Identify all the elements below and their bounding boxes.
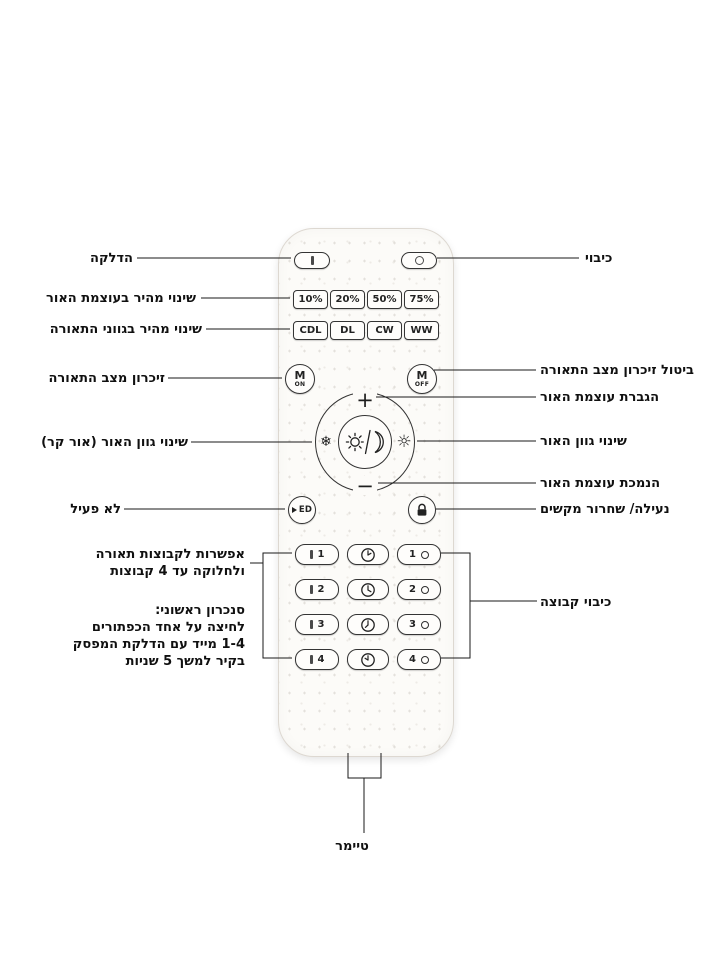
memory-on-button[interactable]: M ON [285, 364, 315, 394]
label-quick-intensity: שינוי מהיר בעוצמת האור [46, 291, 196, 306]
led-triangle-icon [291, 507, 297, 513]
label-lock-toggle: נעילה/ שחרור מקשים [540, 502, 670, 517]
label-sync-title: סנכרון ראשוני: [155, 603, 245, 618]
group-2-off-button[interactable]: 2 [397, 579, 441, 600]
label-cold-hue: שינוי גוון האור (אור קר) [41, 435, 188, 450]
quick-intensity-75-button[interactable]: 75% [404, 290, 439, 309]
label-line: בקיר למשך 5 שניות [125, 654, 245, 669]
power-on-button[interactable] [294, 252, 330, 269]
power-off-ring-icon [420, 585, 429, 594]
button-label: CW [375, 325, 394, 336]
clock-icon [361, 617, 375, 632]
warm-light-button[interactable]: ☼ [396, 432, 412, 452]
label-line: אפשרות לקבוצות תאורה [95, 547, 245, 562]
group-number: 3 [317, 619, 325, 630]
color-ww-button[interactable]: WW [404, 321, 439, 340]
group-4-off-button[interactable]: 4 [397, 649, 441, 670]
power-bar-icon [309, 585, 313, 594]
label-memory-cancel: ביטול זיכרון מצב התאורה [540, 363, 694, 378]
led-button[interactable]: ED [288, 496, 316, 524]
color-dl-button[interactable]: DL [330, 321, 365, 340]
power-off-button[interactable] [401, 252, 437, 269]
clock-icon [361, 547, 375, 562]
memory-off-sublabel: OFF [414, 381, 430, 388]
group-number: 1 [409, 549, 416, 560]
group-2-timer-button[interactable] [347, 579, 389, 600]
label-timer: טיימר [335, 839, 369, 854]
group-2-on-button[interactable]: 2 [295, 579, 339, 600]
power-off-ring-icon [420, 550, 429, 559]
quick-intensity-10-button[interactable]: 10% [293, 290, 328, 309]
label-power-off: כיבוי [585, 251, 613, 266]
memory-on-sublabel: ON [294, 381, 306, 388]
button-label: 20% [335, 294, 360, 305]
label-initial-sync: סנכרון ראשוני: לחיצה על אחד הכפתורים 1-4… [73, 602, 245, 670]
label-group-off: כיבוי קבוצה [540, 595, 612, 610]
label-quick-color: שינוי מהיר בגווני התאורה [49, 322, 202, 337]
button-label: 50% [372, 294, 397, 305]
group-number: 4 [317, 654, 325, 665]
group-3-off-button[interactable]: 3 [397, 614, 441, 635]
label-power-on: הדלקה [90, 251, 133, 266]
button-label: WW [410, 325, 433, 336]
group-3-timer-button[interactable] [347, 614, 389, 635]
memory-off-label: M [416, 369, 428, 382]
group-4-timer-button[interactable] [347, 649, 389, 670]
power-off-icon [414, 256, 424, 265]
power-bar-icon [309, 655, 313, 664]
group-number: 1 [317, 549, 325, 560]
quick-intensity-20-button[interactable]: 20% [330, 290, 365, 309]
group-4-on-button[interactable]: 4 [295, 649, 339, 670]
label-inactive: לא פעיל [70, 502, 121, 517]
power-bar-icon [309, 550, 313, 559]
power-on-icon [310, 256, 314, 265]
label-line: לחיצה על אחד הכפתורים [91, 620, 245, 635]
power-off-ring-icon [420, 620, 429, 629]
memory-on-label: M [294, 369, 306, 382]
power-bar-icon [309, 620, 313, 629]
clock-icon [361, 652, 375, 667]
button-label: CDL [299, 325, 322, 336]
button-label: DL [340, 325, 355, 336]
intensity-up-button[interactable]: + [353, 388, 377, 412]
label-intensity-down: הנמכת עוצמת האור [540, 476, 661, 491]
group-number: 2 [409, 584, 416, 595]
button-label: 75% [409, 294, 434, 305]
group-1-on-button[interactable]: 1 [295, 544, 339, 565]
label-line: 1-4 מייד עם הדלקת המפסק [72, 637, 245, 652]
label-hue-change: שינוי גוון האור [540, 434, 627, 449]
day-night-button[interactable] [338, 415, 392, 469]
group-number: 3 [409, 619, 416, 630]
key-lock-button[interactable] [408, 496, 436, 524]
button-label: 10% [298, 294, 323, 305]
group-number: 2 [317, 584, 325, 595]
label-intensity-up: הגברת עוצמת האור [540, 390, 660, 405]
group-3-on-button[interactable]: 3 [295, 614, 339, 635]
color-cdl-button[interactable]: CDL [293, 321, 328, 340]
power-off-ring-icon [420, 655, 429, 664]
cold-light-button[interactable]: ❄ [320, 434, 332, 450]
group-number: 4 [409, 654, 416, 665]
label-groups: אפשרות לקבוצות תאורה ולחלוקה עד 4 קבוצות [96, 546, 245, 580]
sun-moon-icon [345, 429, 384, 455]
intensity-down-button[interactable]: − [353, 474, 377, 498]
led-label: ED [298, 505, 313, 515]
quick-intensity-50-button[interactable]: 50% [367, 290, 402, 309]
group-1-timer-button[interactable] [347, 544, 389, 565]
color-cw-button[interactable]: CW [367, 321, 402, 340]
label-line: ולחלוקה עד 4 קבוצות [110, 564, 245, 579]
remote-body: 10% 20% 50% 75% CDL DL CW WW M ON M OFF … [278, 228, 454, 757]
group-1-off-button[interactable]: 1 [397, 544, 441, 565]
memory-off-button[interactable]: M OFF [407, 364, 437, 394]
clock-icon [361, 582, 375, 597]
lock-icon [417, 503, 427, 516]
label-memory: זיכרון מצב התאורה [48, 371, 165, 386]
